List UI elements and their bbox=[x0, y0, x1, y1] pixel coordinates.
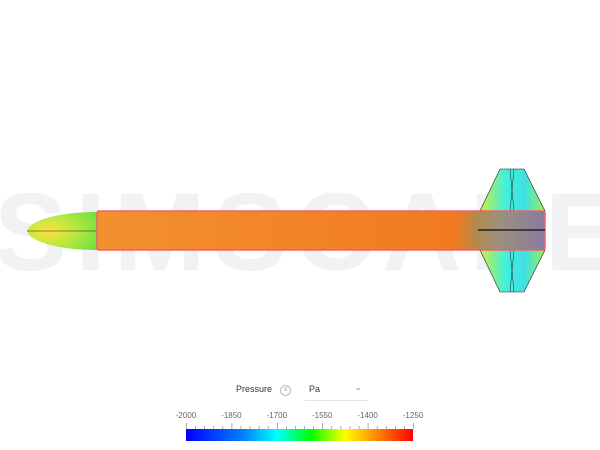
colorbar-tick-label: -1250 bbox=[402, 411, 424, 420]
chevron-down-icon: ⌄ bbox=[354, 382, 362, 392]
colorbar-tick-label: -1400 bbox=[357, 411, 378, 420]
unit-value: Pa bbox=[309, 384, 321, 394]
colorbar-tick-label: -1850 bbox=[221, 411, 242, 420]
colorbar bbox=[186, 429, 413, 441]
legend-quantity-label: Pressure bbox=[236, 384, 273, 394]
colorbar-tick-label: -1700 bbox=[266, 411, 288, 420]
info-icon[interactable]: ≡ bbox=[280, 385, 291, 396]
colorbar-ticks bbox=[186, 423, 414, 429]
unit-dropdown[interactable]: Pa ⌄ bbox=[305, 378, 368, 401]
colorbar-tick-label: -2000 bbox=[175, 411, 197, 420]
rocket-body-selected[interactable] bbox=[96, 210, 546, 251]
colorbar-tick-label: -1550 bbox=[311, 411, 333, 420]
3d-viewport[interactable]: SIMSCALE bbox=[0, 0, 600, 360]
